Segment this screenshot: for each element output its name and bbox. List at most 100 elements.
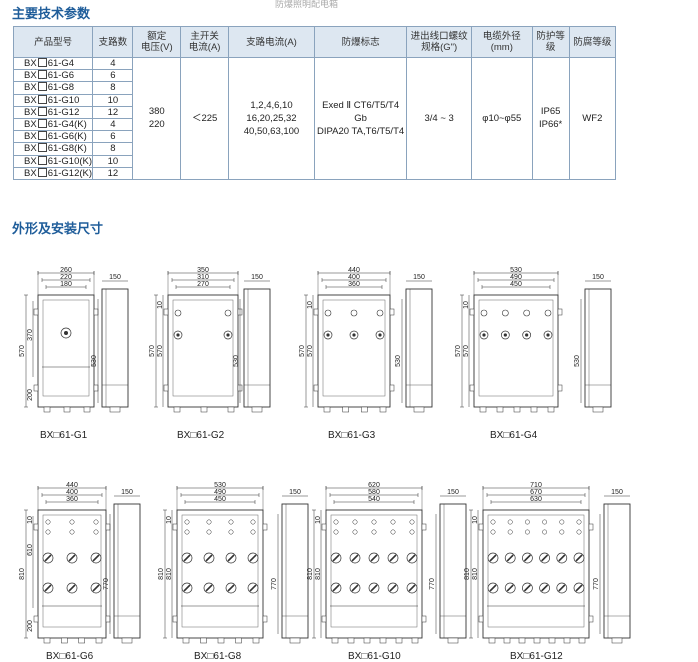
indicator-icon [409, 519, 415, 525]
dimension-label: 150 [413, 274, 425, 281]
dimension-label: 570 [463, 345, 470, 357]
drawing-caption: BX□61-G1 [40, 430, 88, 441]
indicator-icon [559, 519, 565, 525]
dimension-label: 150 [109, 274, 121, 281]
dimension-label: 770 [103, 578, 110, 590]
dimension-label: 370 [27, 329, 34, 341]
indicator-icon [45, 519, 51, 525]
spec-section-title: 主要技术参数 [12, 6, 91, 21]
dimension-label: 710 [530, 482, 542, 489]
header-cell: 额定电压(V) [132, 26, 182, 58]
dimension-label: 810 [472, 568, 479, 580]
dimension-label: 350 [197, 267, 209, 274]
dimension-label: 10 [472, 516, 479, 524]
indicator-icon [333, 529, 339, 535]
spec-table: 产品型号支路数额定电压(V)主开关电流(A)支路电流(A)防爆标志进出线口螺纹规… [12, 26, 617, 180]
indicator-icon [69, 519, 75, 525]
dimension-label: 530 [214, 482, 226, 489]
dimension-label: 150 [447, 489, 459, 496]
dimension-label: 630 [530, 496, 542, 503]
dimension-label: 570 [299, 345, 306, 357]
indicator-icon [206, 529, 212, 535]
header-cell: 防爆标志 [313, 26, 408, 58]
dimension-label: 150 [289, 489, 301, 496]
switch-knob-icon [378, 333, 382, 337]
side-view [243, 288, 271, 408]
indicator-icon [333, 519, 339, 525]
dimension-label: 810 [307, 568, 314, 580]
dimension-label: 150 [611, 489, 623, 496]
indicator-icon [576, 519, 582, 525]
indicator-icon [250, 519, 256, 525]
indicator-icon [350, 309, 358, 317]
indicator-icon [409, 529, 415, 535]
dimension-label: 450 [214, 496, 226, 503]
dimension-label: 530 [510, 267, 522, 274]
dimension-label: 810 [464, 568, 471, 580]
dimension-label: 620 [368, 482, 380, 489]
indicator-icon [490, 529, 496, 535]
indicator-icon [324, 309, 332, 317]
dimension-label: 360 [66, 496, 78, 503]
dimension-label: 570 [157, 345, 164, 357]
indicator-icon [502, 309, 509, 317]
table-header-row: 产品型号支路数额定电压(V)主开关电流(A)支路电流(A)防爆标志进出线口螺纹规… [12, 26, 617, 58]
dimension-label: 580 [368, 489, 380, 496]
drawing-caption: BX□61-G6 [46, 651, 94, 662]
header-cell: 防腐等级 [568, 26, 617, 58]
dimension-label: 530 [395, 355, 402, 367]
cable-od-cell: φ10~φ55 [471, 57, 533, 180]
indicator-icon [524, 529, 530, 535]
side-view [113, 503, 141, 639]
switch-knob-icon [226, 333, 230, 337]
indicator-icon [507, 529, 513, 535]
dimension-label: 530 [91, 355, 98, 367]
indicator-icon [45, 529, 51, 535]
indicator-icon [184, 529, 190, 535]
dimension-label: 810 [166, 568, 173, 580]
drawing-caption: BX□61-G3 [328, 430, 376, 441]
drawing-caption: BX□61-G12 [510, 651, 563, 662]
anticorrosion-cell: WF2 [568, 57, 617, 180]
drawing-caption: BX□61-G10 [348, 651, 401, 662]
switch-knob-icon [546, 333, 550, 337]
dims-section-title: 外形及安装尺寸 [12, 221, 104, 236]
dimension-label: 490 [510, 274, 522, 281]
dimension-label: 530 [574, 355, 581, 367]
side-view [603, 503, 631, 639]
dimension-label: 490 [214, 489, 226, 496]
indicator-icon [93, 529, 99, 535]
indicator-icon [559, 529, 565, 535]
side-view [584, 288, 612, 408]
switch-knob-icon [352, 333, 356, 337]
main-switch-cell: ＜225 [180, 57, 230, 180]
indicator-icon [490, 519, 496, 525]
dimension-label: 810 [19, 568, 26, 580]
indicator-icon [542, 529, 548, 535]
side-view [281, 503, 309, 639]
dimension-label: 10 [307, 301, 314, 309]
dimension-label: 150 [592, 274, 604, 281]
drawing-caption: BX□61-G4 [490, 430, 538, 441]
dimension-label: 810 [158, 568, 165, 580]
dimension-label: 150 [121, 489, 133, 496]
dimension-label: 10 [463, 301, 470, 309]
indicator-icon [576, 529, 582, 535]
dimension-label: 360 [348, 281, 360, 288]
dimension-label: 570 [149, 345, 156, 357]
side-view [101, 288, 129, 408]
header-cell: 支路电流(A) [228, 26, 315, 58]
switch-knob-icon [482, 333, 486, 337]
